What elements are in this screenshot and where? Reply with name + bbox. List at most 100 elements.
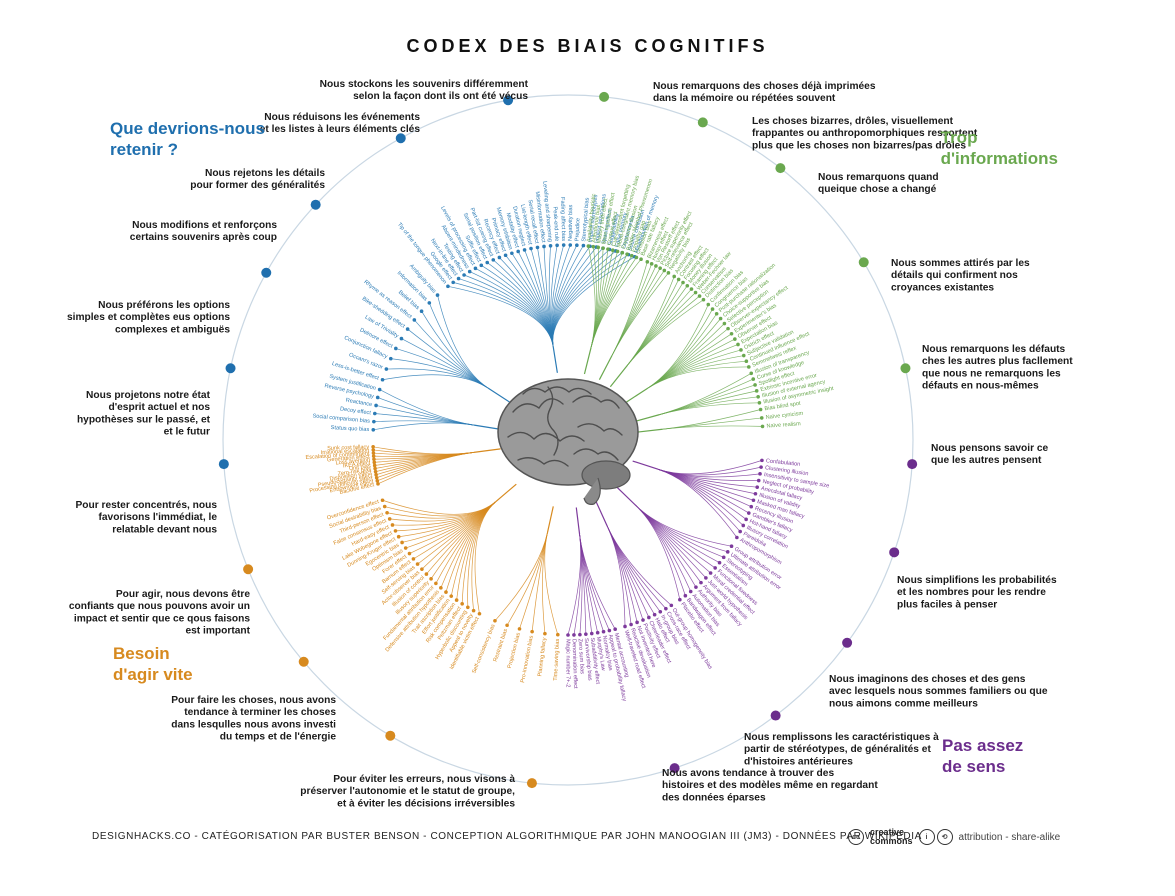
bias-dot	[415, 562, 420, 566]
bias-dot	[741, 353, 746, 358]
bias-dot	[747, 365, 751, 369]
bias-dot	[394, 346, 398, 351]
bias-dot	[689, 287, 694, 291]
branch-trunk	[616, 486, 637, 507]
category-dot	[907, 459, 918, 470]
category-label-line: Pour éviter les erreurs, nous visons à	[333, 774, 515, 785]
brain-fold	[577, 423, 623, 436]
category-label-line: Nous remplissons les caractéristiques à	[744, 732, 939, 743]
branch-trunk	[598, 355, 613, 380]
bias-dot	[610, 248, 615, 253]
bias-dot	[393, 529, 398, 533]
bias-dot	[403, 546, 408, 550]
category-label-line: dans la mémoire ou répétées souvent	[653, 93, 836, 104]
bias-dot	[704, 576, 708, 580]
branch-trunk	[609, 365, 628, 388]
bias-dot	[666, 271, 671, 275]
brain-fold	[522, 386, 592, 395]
bias-dot	[760, 424, 765, 429]
bias-label: Zero-risk bias	[337, 467, 372, 478]
bias-dot	[372, 460, 377, 465]
bias-dot	[473, 266, 478, 271]
category-dot	[599, 91, 610, 102]
category-label-line: croyances existantes	[891, 282, 994, 293]
bias-dot	[543, 631, 547, 636]
branch-trunk	[546, 506, 554, 533]
bias-dot	[753, 491, 758, 496]
bias-dot	[747, 511, 751, 515]
category-label-line: favorisons l'immédiat, le	[99, 512, 218, 523]
category-label-line: et les listes à leurs éléments clés	[260, 124, 421, 135]
bias-dot	[756, 394, 760, 399]
bias-dot	[371, 445, 375, 449]
bias-dot	[685, 283, 690, 288]
bias-dot	[462, 273, 466, 277]
branch-line	[636, 505, 686, 596]
bias-dot	[635, 620, 639, 625]
category-label-line: plus que les choses non bizarres/pas drô…	[752, 140, 966, 151]
category-dot	[526, 778, 537, 789]
bias-dot	[561, 243, 566, 247]
bias-dot	[739, 348, 743, 352]
footer-credits: DESIGNHACKS.CO - CATÉGORISATION PAR BUST…	[92, 831, 922, 842]
bias-label: Projection bias	[507, 632, 522, 669]
category-label-line: Nous simplifions les probabilités	[897, 575, 1057, 586]
bias-dot	[584, 632, 588, 636]
category-label-line: nous aimons comme meilleurs	[829, 698, 978, 709]
bias-dot	[407, 551, 412, 556]
bias-dot	[654, 264, 658, 268]
branch-line	[626, 299, 704, 366]
bias-dot	[729, 544, 734, 549]
bias-dot	[726, 326, 730, 331]
cc-word-line2: commons	[870, 836, 913, 846]
corner-heading-line: d'informations	[940, 149, 1058, 168]
category-dot	[310, 199, 321, 210]
bias-dot	[717, 560, 722, 565]
bias-label: Bias blind spot	[764, 401, 801, 413]
branch-trunk	[575, 507, 581, 535]
bias-dot	[629, 253, 634, 258]
bias-label: Murphy's Law	[595, 636, 606, 672]
bias-dot	[683, 593, 688, 598]
category-label-line: Pour faire les choses, nous avons	[171, 695, 336, 706]
category-label-line: dans lesqulles nous avons investi	[171, 719, 336, 730]
bias-dot	[375, 395, 380, 400]
category-label-line: Nous remarquons quand	[818, 172, 939, 183]
branch-line	[636, 505, 697, 588]
branch-line	[579, 534, 616, 630]
cerebellum-icon	[581, 460, 631, 490]
branch-line	[607, 526, 626, 627]
bias-dot	[645, 260, 650, 264]
bias-dot	[744, 359, 749, 364]
category-label-line: Pour rester concentrés, nous	[75, 500, 217, 511]
category-dot	[770, 710, 781, 721]
bias-dot	[388, 356, 393, 361]
bias-dot	[371, 427, 376, 432]
corner-heading-line: de sens	[942, 757, 1006, 776]
bias-dot	[718, 316, 723, 321]
category-label-line: Nous modifions et renforçons	[132, 220, 277, 231]
bias-dot	[664, 606, 668, 611]
category-label-line: du temps et de l'énergie	[220, 732, 337, 743]
branch-trunk	[552, 346, 558, 373]
category-label-line: ches les autres plus facllement	[922, 356, 1073, 367]
branch-trunk	[595, 501, 608, 527]
bias-dot	[411, 557, 416, 561]
category-dot	[858, 257, 869, 268]
category-dot	[697, 117, 708, 128]
bias-dot	[649, 262, 654, 266]
ring-circle	[222, 94, 914, 786]
bias-dot	[641, 618, 645, 622]
bias-dot	[371, 448, 376, 452]
cc-logo-icon: cc	[848, 829, 864, 845]
category-dot	[243, 564, 254, 575]
